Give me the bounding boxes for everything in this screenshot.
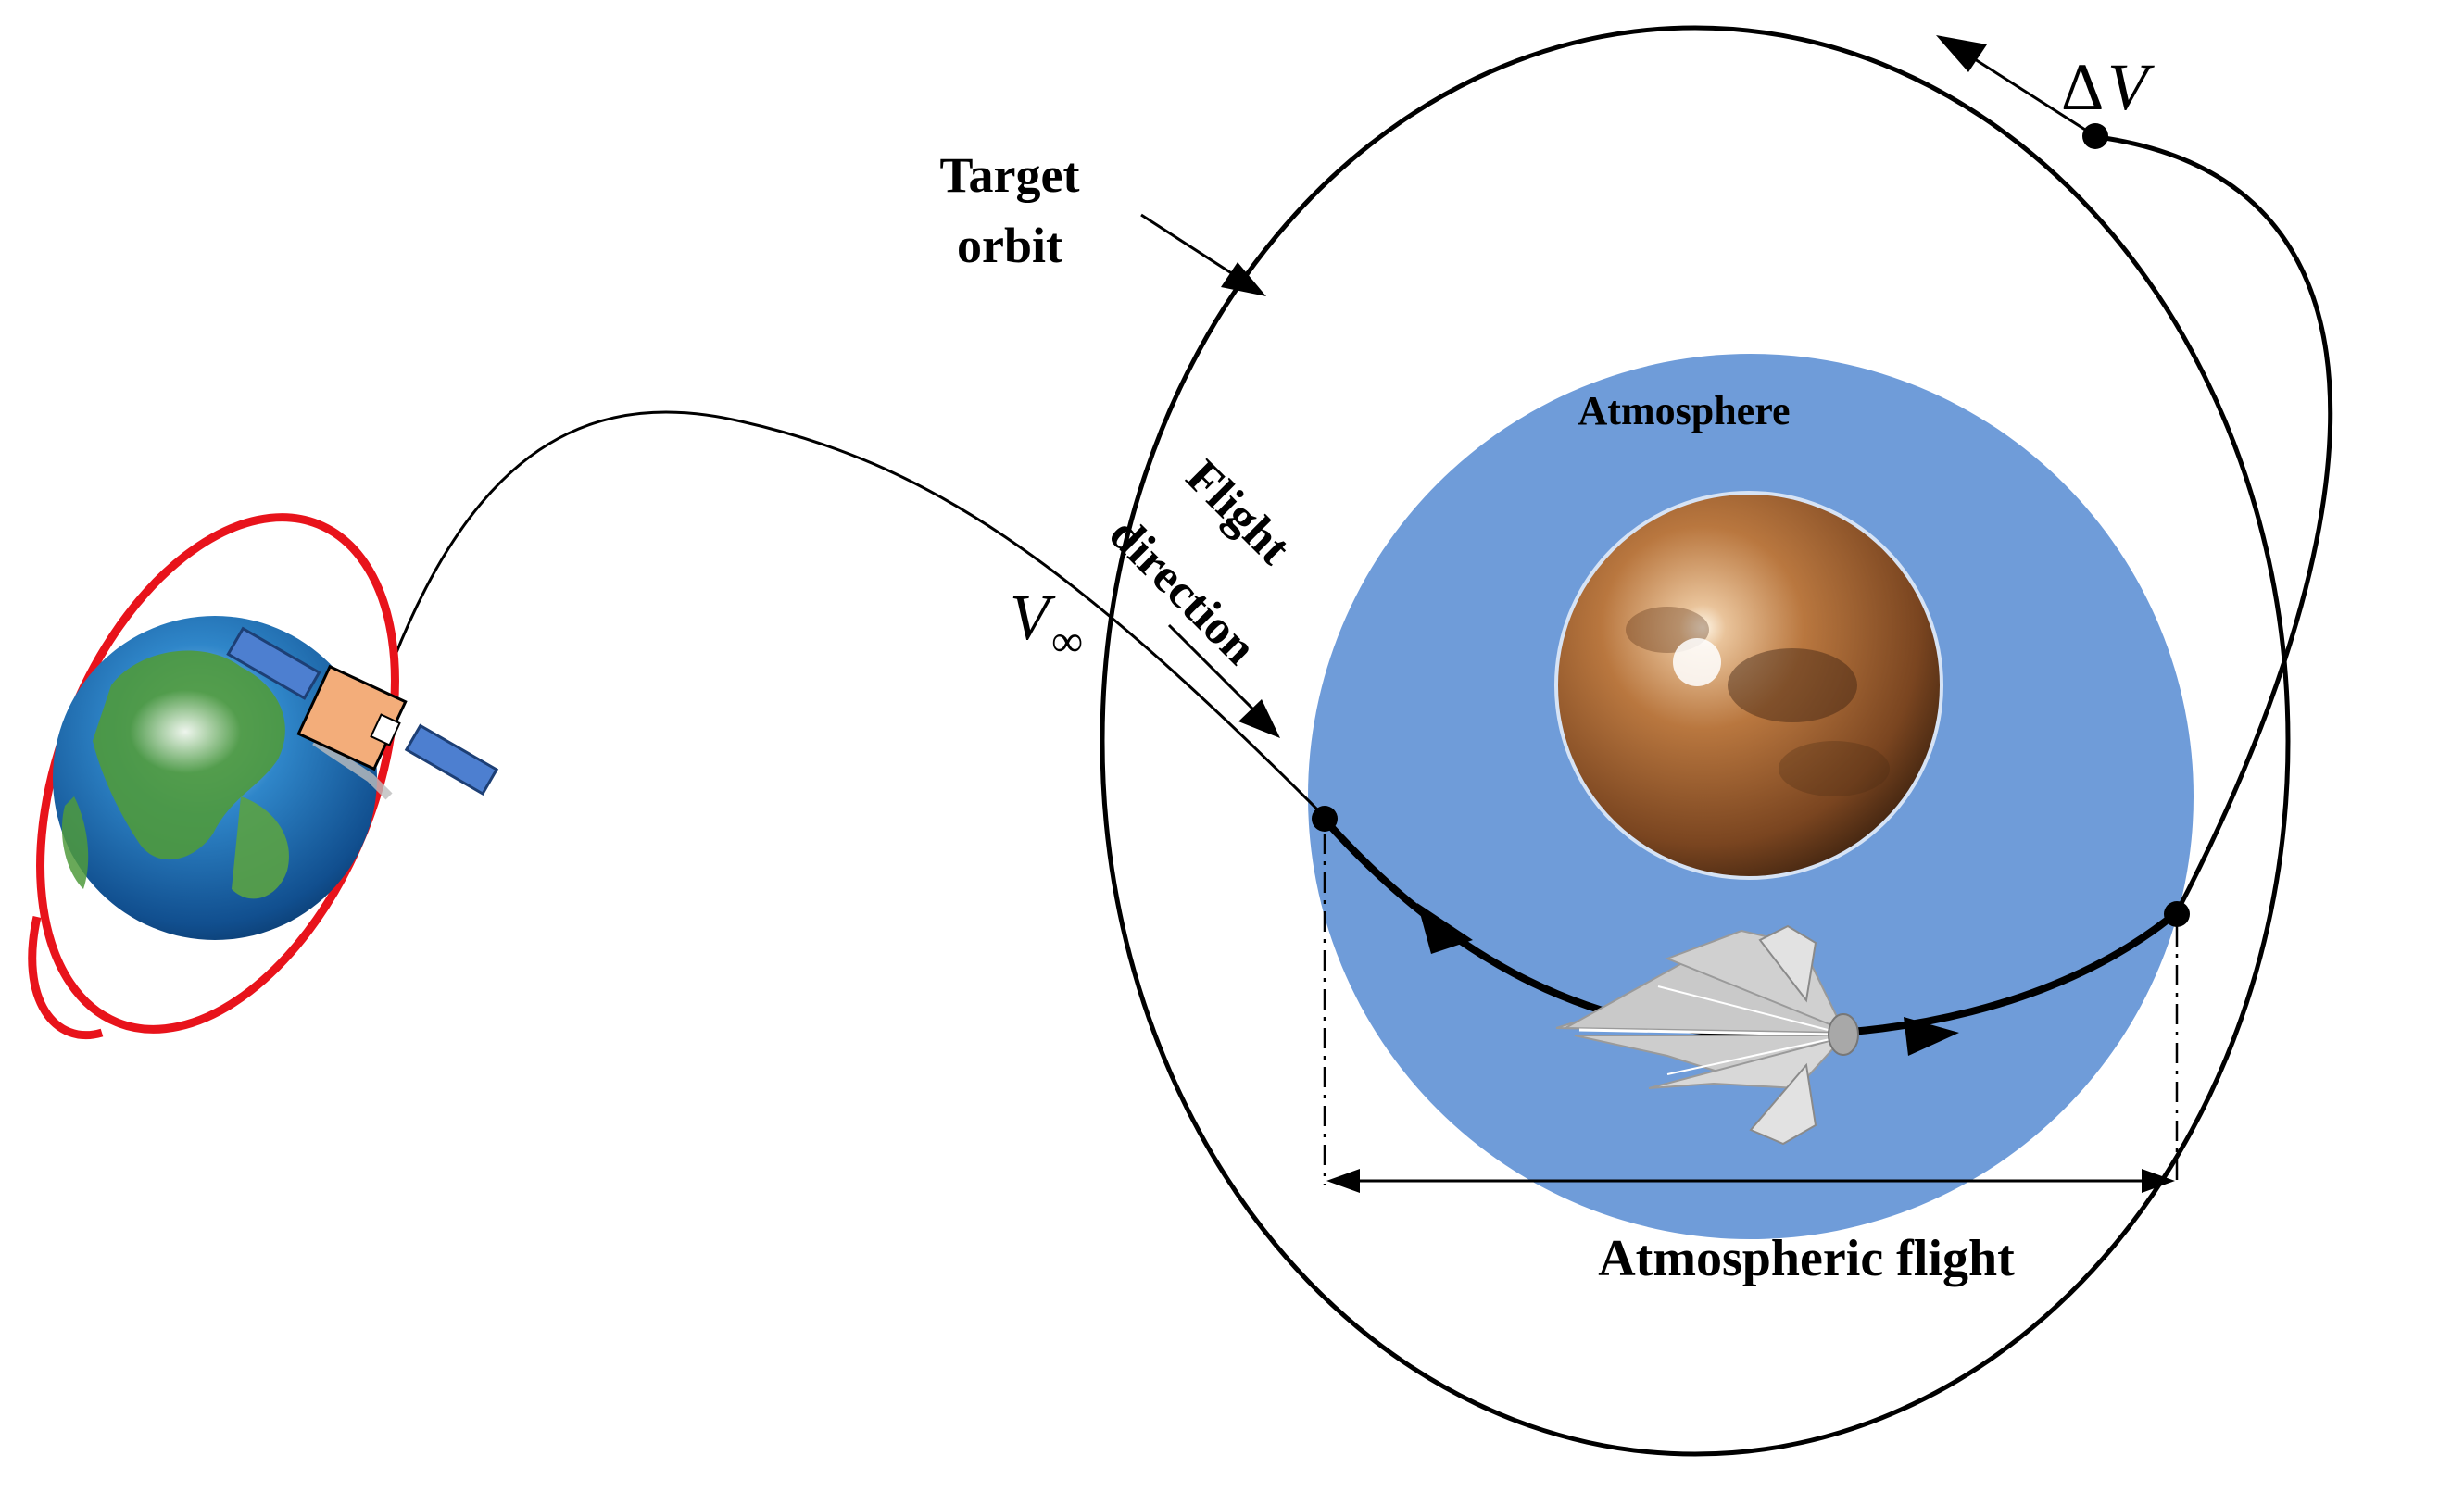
approach-trajectory <box>392 410 1326 819</box>
delta-v-arrow <box>1954 44 2096 138</box>
flight-direction-label-line1: Flight <box>1176 450 1301 575</box>
delta-v-label-v: V <box>2107 50 2155 124</box>
flight-direction-arrow <box>1167 623 1263 720</box>
mars-icon <box>1554 491 1943 880</box>
post-capture-orbit <box>2097 134 2333 914</box>
earth-icon <box>53 616 377 940</box>
flight-arc-arrow-2 <box>1904 1017 1959 1056</box>
v-infinity-label: V <box>1010 583 1056 654</box>
atmospheric-flight-label: Atmospheric flight <box>1598 1230 2015 1287</box>
atmosphere-entry-point <box>1312 806 1338 832</box>
satellite-icon <box>226 626 499 800</box>
flight-arc-arrow-1 <box>1417 903 1473 954</box>
atmosphere-label: Atmosphere <box>1578 388 1791 433</box>
departure-orbit-front <box>28 916 104 1040</box>
delta-v-label-delta: Δ <box>2061 50 2104 124</box>
v-infinity-subscript: ∞ <box>1051 617 1083 666</box>
target-orbit-label-line1: Target <box>940 147 1080 203</box>
target-orbit-pointer <box>1140 213 1247 284</box>
atmosphere-exit-point <box>2164 901 2190 927</box>
spacecraft-icon <box>1555 924 1859 1146</box>
target-orbit-label-line2: orbit <box>957 218 1062 273</box>
target-orbit-ellipse <box>1100 25 2291 1457</box>
